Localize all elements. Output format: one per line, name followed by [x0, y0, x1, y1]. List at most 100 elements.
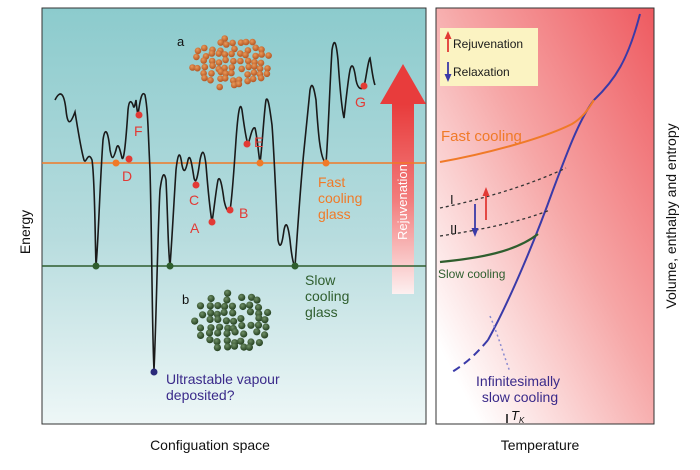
- particle: [220, 308, 228, 316]
- particle: [245, 343, 253, 351]
- particle: [230, 342, 239, 350]
- minimum-marker-g: [360, 82, 368, 90]
- particle: [254, 303, 263, 312]
- relaxation-small-arrow: [471, 204, 479, 237]
- particle: [221, 75, 229, 82]
- particle: [250, 69, 258, 76]
- particle: [208, 50, 216, 57]
- particle: [229, 309, 237, 317]
- particle: [201, 74, 208, 82]
- fast-cooling-label: Fast cooling: [441, 128, 522, 145]
- particle: [208, 70, 215, 77]
- particle: [264, 308, 272, 317]
- particle: [244, 77, 251, 85]
- particle: [244, 71, 251, 78]
- state-ii-label: II: [450, 222, 457, 237]
- particle: [239, 302, 247, 311]
- particle: [206, 336, 214, 344]
- particle: [224, 343, 232, 351]
- slow-glass-state-dot: [166, 262, 174, 270]
- particle: [215, 59, 223, 66]
- particle: [255, 339, 263, 347]
- particle: [251, 63, 258, 70]
- particle: [261, 331, 269, 339]
- particle: [224, 324, 232, 332]
- particle: [230, 57, 237, 65]
- minimum-marker-e: [243, 140, 251, 148]
- particle: [249, 75, 257, 83]
- particle: [257, 59, 265, 67]
- particle: [244, 57, 252, 65]
- particle: [237, 315, 245, 323]
- inset-b-label: b: [182, 292, 189, 307]
- particle: [228, 50, 235, 58]
- particle: [213, 338, 221, 346]
- particle: [237, 50, 244, 57]
- legend-relaxation-label: Relaxation: [453, 65, 510, 79]
- right-panel: Rejuvenation Relaxation Fast cooling: [435, 7, 679, 453]
- particle: [238, 322, 246, 330]
- particle: [215, 50, 223, 57]
- particle: [235, 80, 243, 88]
- particle: [228, 64, 236, 71]
- minimum-label-d: D: [122, 168, 132, 184]
- fast-glass-state-dot: [112, 159, 120, 167]
- particle: [207, 309, 215, 317]
- particle: [257, 74, 265, 82]
- particle: [206, 315, 214, 323]
- particle: [191, 317, 199, 325]
- infinitesimal-cooling-label: Infinitesimally slow cooling: [476, 373, 564, 405]
- ultrastable-state-dot: [150, 368, 158, 376]
- minimum-marker-c: [192, 181, 200, 189]
- slow-glass-state-dot: [291, 262, 299, 270]
- particle: [242, 51, 249, 59]
- legend-up-arrow-icon: [444, 31, 452, 52]
- particle: [261, 316, 269, 324]
- particle: [194, 64, 201, 72]
- particle: [238, 65, 245, 73]
- right-x-axis-label: Temperature: [501, 437, 580, 453]
- particle: [193, 53, 200, 61]
- minimum-label-f: F: [134, 123, 143, 139]
- particle: [209, 62, 216, 69]
- minimum-marker-f: [135, 111, 143, 119]
- particle: [214, 329, 222, 337]
- particle: [246, 308, 254, 316]
- legend-rejuvenation-label: Rejuvenation: [453, 37, 523, 51]
- particle: [237, 39, 245, 46]
- particle: [194, 47, 202, 55]
- particle: [223, 296, 231, 304]
- minimum-label-a: A: [190, 220, 200, 236]
- rejuvenation-arrow-label: Rejuvenation: [395, 164, 410, 240]
- particle: [228, 302, 236, 310]
- slow-cooling-line: [439, 233, 539, 264]
- particle: [253, 328, 261, 336]
- slow-glass-state-dot: [92, 262, 100, 270]
- particle: [224, 289, 232, 297]
- particle: [201, 63, 209, 71]
- particle: [222, 56, 229, 64]
- particle: [263, 70, 271, 78]
- particle: [253, 296, 261, 304]
- particle: [200, 57, 207, 64]
- particle: [206, 302, 214, 310]
- state-i-label: I: [450, 192, 454, 207]
- ultrastable-label: Ultrastable vapour deposited?: [166, 371, 284, 403]
- tk-label: TK: [511, 408, 525, 425]
- minimum-label-b: B: [239, 205, 248, 221]
- particle: [249, 38, 256, 46]
- particle: [230, 317, 238, 325]
- particle: [196, 302, 205, 310]
- minimum-marker-a: [208, 218, 216, 226]
- right-y-axis-label: Volume, enthalpy and entropy: [663, 123, 679, 308]
- particle: [247, 321, 255, 329]
- particle: [221, 302, 229, 311]
- infinitesimal-cooling-dashed-line: [451, 339, 489, 373]
- minimum-marker-d: [125, 155, 133, 163]
- particle: [221, 35, 228, 42]
- legend-box: [440, 28, 538, 86]
- particle: [242, 38, 250, 46]
- fast-cooling-line: [439, 99, 595, 163]
- particle: [197, 331, 205, 339]
